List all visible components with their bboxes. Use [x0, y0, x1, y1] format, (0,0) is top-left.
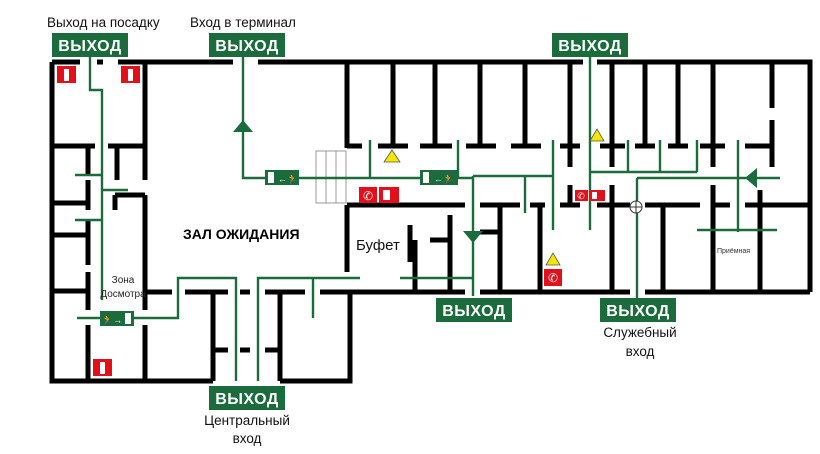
exit-sign-central: ВЫХОД — [209, 386, 285, 410]
svg-text:ВЫХОД: ВЫХОД — [606, 303, 670, 320]
svg-text:🏃→: 🏃→ — [102, 314, 122, 325]
fire-extinguisher-icon — [93, 359, 112, 376]
phone-icon: ✆ — [544, 269, 562, 286]
room-waiting-hall: ЗАЛ ОЖИДАНИЯ — [183, 226, 300, 242]
arrow-down-icon — [463, 231, 483, 243]
room-security-1: Зона — [112, 275, 135, 286]
exit-sign-service: ВЫХОД — [600, 298, 676, 322]
exit-caption-boarding: Выход на посадку — [47, 15, 160, 30]
phone-icon: ✆ — [575, 190, 588, 201]
exit-sign-terminal: ВЫХОД — [209, 33, 285, 57]
exit-caption-service-1: Служебный — [603, 325, 676, 340]
room-security-2: Досмотра — [100, 289, 146, 300]
emergency-exit-icon: 🏃→ — [100, 311, 134, 326]
emergency-exit-icon: ←🏃 — [265, 170, 299, 185]
svg-text:ВЫХОД: ВЫХОД — [58, 38, 122, 55]
emergency-exit-icon: ←🏃 — [420, 170, 458, 185]
warning-icon — [589, 128, 605, 142]
exit-sign-buffet: ВЫХОД — [436, 298, 512, 322]
exit-sign-boarding: ВЫХОД — [52, 33, 128, 57]
phone-icon: ✆ — [359, 187, 377, 203]
svg-text:←🏃: ←🏃 — [434, 173, 454, 184]
arrow-up-icon — [233, 120, 253, 132]
exit-caption-service-2: вход — [626, 344, 655, 359]
fire-extinguisher-icon — [121, 66, 140, 83]
fire-alarm-icon — [379, 187, 399, 203]
junction-crosshair-icon — [629, 200, 643, 214]
exit-caption-terminal: Вход в терминал — [190, 15, 296, 30]
svg-text:✆: ✆ — [548, 271, 558, 285]
warning-icon — [383, 149, 401, 163]
arrow-left-icon — [745, 168, 757, 188]
walls — [49, 59, 813, 384]
room-buffet: Буфет — [356, 237, 400, 254]
evacuation-routes — [75, 57, 780, 381]
room-reception: Приёмная — [717, 248, 750, 255]
exit-caption-central-2: вход — [233, 431, 262, 446]
warning-icon — [545, 252, 561, 266]
svg-text:ВЫХОД: ВЫХОД — [215, 38, 279, 55]
svg-text:✆: ✆ — [577, 191, 585, 201]
exit-caption-central-1: Центральный — [204, 413, 290, 428]
svg-text:✆: ✆ — [363, 189, 373, 203]
fire-alarm-icon — [589, 190, 605, 201]
svg-text:ВЫХОД: ВЫХОД — [215, 391, 279, 408]
exit-sign-top-right: ВЫХОД — [552, 33, 628, 57]
svg-text:ВЫХОД: ВЫХОД — [442, 303, 506, 320]
fire-extinguisher-icon — [57, 66, 76, 83]
svg-text:←🏃: ←🏃 — [278, 173, 298, 184]
svg-text:ВЫХОД: ВЫХОД — [558, 38, 622, 55]
